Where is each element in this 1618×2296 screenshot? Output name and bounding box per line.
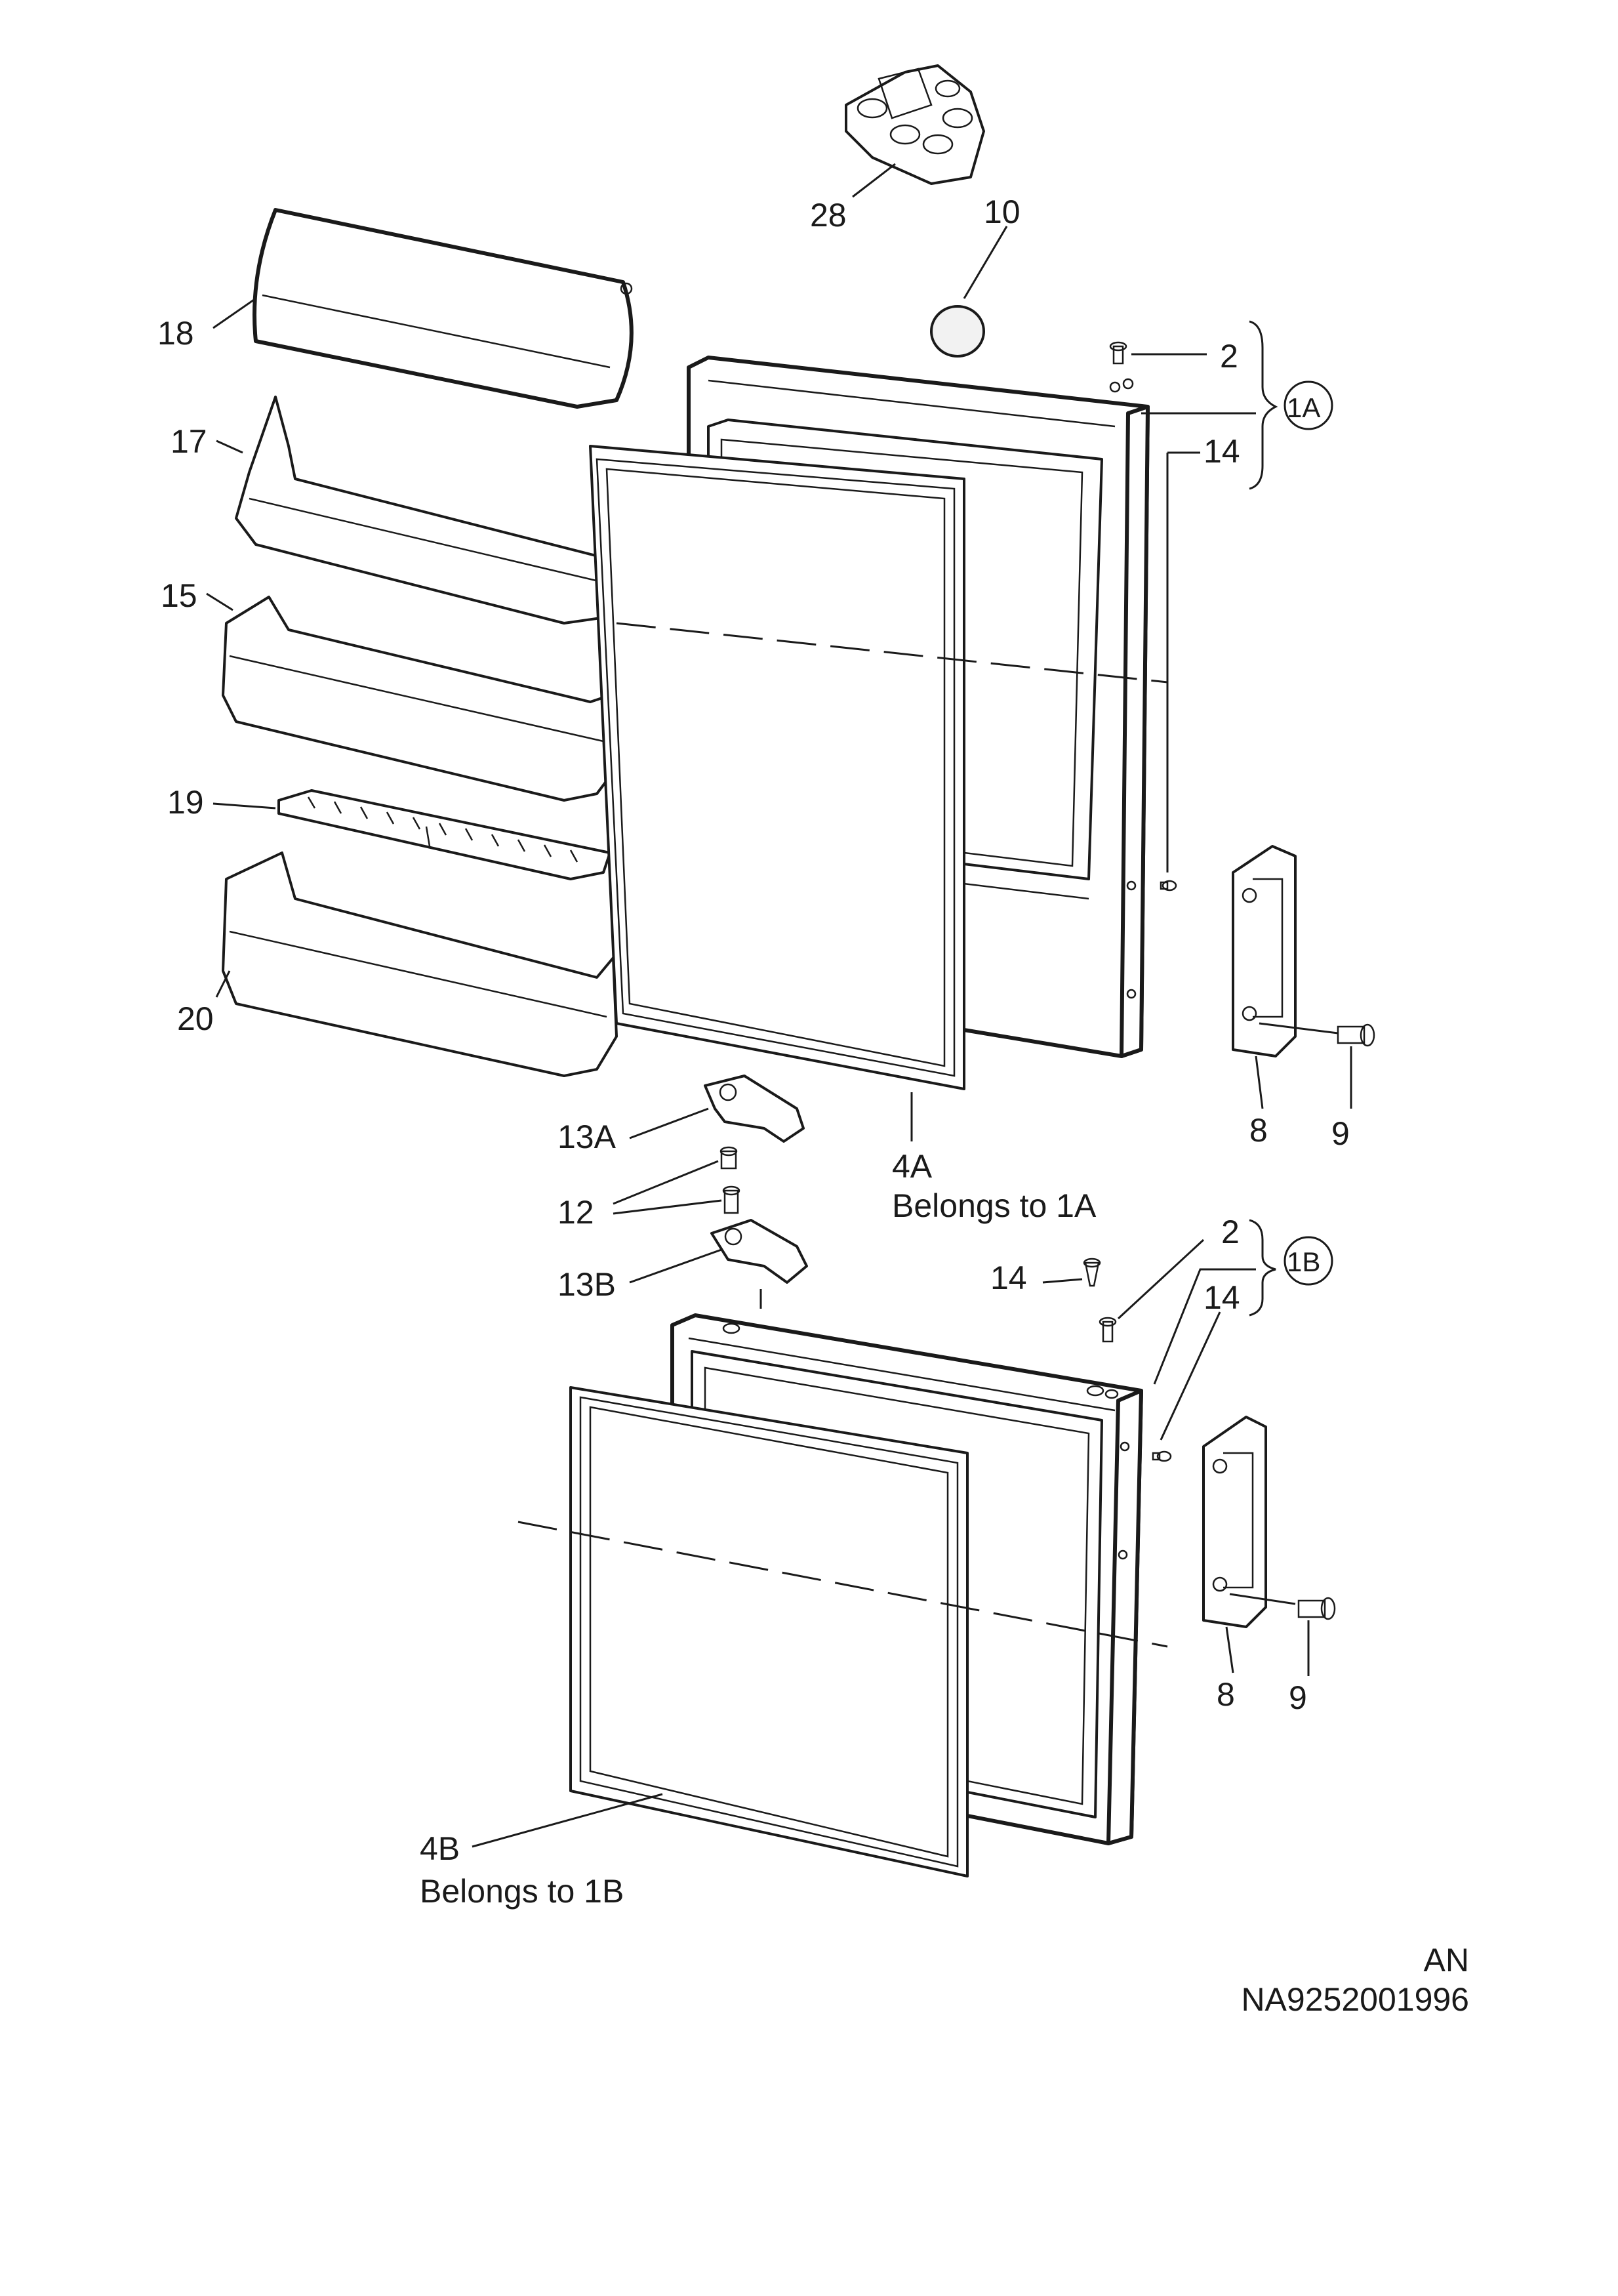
screw-14-1b-right — [1152, 1450, 1172, 1462]
pin-12-lower — [722, 1185, 740, 1214]
label-9-upper: 9 — [1331, 1115, 1350, 1152]
label-14-1b-left: 14 — [990, 1260, 1027, 1296]
label-28: 28 — [810, 197, 847, 234]
dairy-lid-part — [253, 208, 634, 409]
door-handle-8-upper — [1232, 845, 1297, 1057]
label-2-1b: 2 — [1221, 1214, 1240, 1250]
screw-9-lower — [1297, 1597, 1336, 1620]
label-12: 12 — [557, 1194, 594, 1231]
group-1a-marker — [1284, 380, 1333, 430]
egg-tray-part — [845, 64, 985, 185]
hinge-13a — [704, 1075, 805, 1143]
label-19: 19 — [167, 784, 204, 821]
door-handle-8-lower — [1202, 1416, 1267, 1628]
plug-part — [930, 305, 985, 358]
screw-14-1b-left — [1083, 1258, 1101, 1287]
hinge-13b — [710, 1219, 808, 1284]
label-4a: 4A — [892, 1148, 933, 1185]
label-15: 15 — [161, 577, 197, 614]
label-13a: 13A — [557, 1118, 617, 1155]
label-8-upper: 8 — [1249, 1112, 1268, 1149]
label-10: 10 — [984, 194, 1021, 230]
upper-door-shelf-part — [235, 396, 634, 625]
screw-14-1a — [1160, 880, 1177, 892]
label-13b: 13B — [557, 1266, 616, 1303]
pin-12-upper — [719, 1146, 738, 1170]
label-14-1a: 14 — [1203, 433, 1240, 470]
label-18: 18 — [157, 315, 194, 352]
label-8-lower: 8 — [1217, 1676, 1235, 1713]
label-20: 20 — [177, 1000, 214, 1037]
footer-code: AN — [1424, 1942, 1469, 1978]
label-14-1b-right: 14 — [1203, 1279, 1240, 1316]
screw-2-1a — [1109, 341, 1127, 365]
bottle-rack-part — [277, 789, 611, 880]
lower-gasket-4b — [569, 1386, 969, 1877]
label-4b: 4B — [420, 1830, 460, 1867]
middle-door-shelf-part — [222, 596, 618, 802]
upper-gasket-4a — [589, 445, 965, 1090]
footer-doc-number: NA9252001996 — [1241, 1981, 1469, 2018]
label-1b: 1B — [1287, 1246, 1320, 1277]
label-2-1a: 2 — [1220, 338, 1238, 375]
bottom-door-shelf-part — [222, 851, 618, 1077]
label-1a: 1A — [1287, 392, 1320, 423]
label-4a-note: Belongs to 1A — [892, 1187, 1097, 1224]
screw-9-upper — [1337, 1023, 1375, 1047]
screw-2-1b — [1099, 1317, 1117, 1343]
label-17: 17 — [171, 423, 207, 460]
group-1b-marker — [1284, 1236, 1333, 1286]
label-4b-note: Belongs to 1B — [420, 1873, 624, 1910]
label-9-lower: 9 — [1289, 1679, 1307, 1716]
